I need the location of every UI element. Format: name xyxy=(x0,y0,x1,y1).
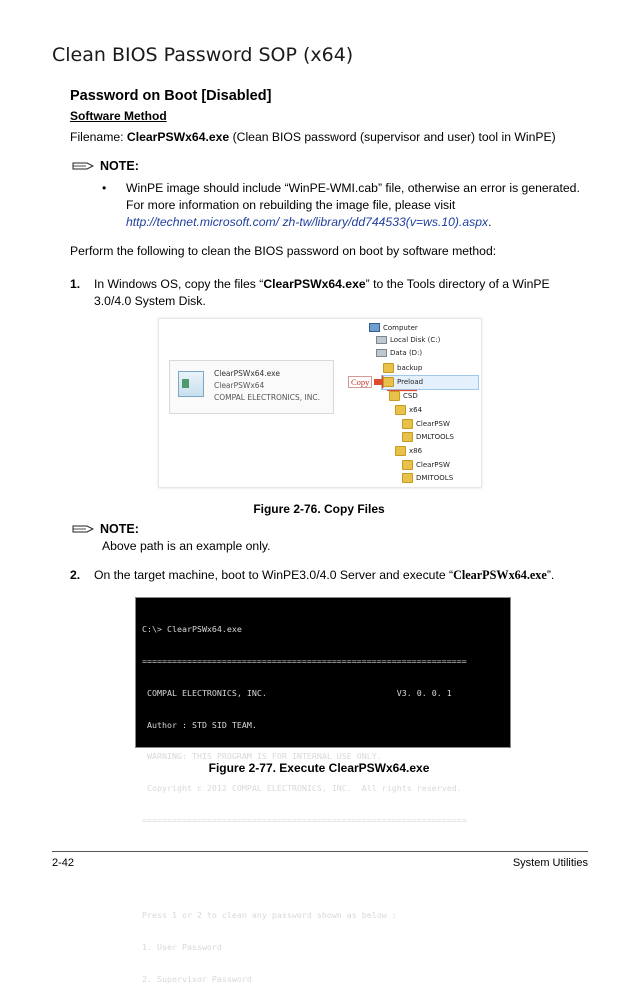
terminal-line: 1. User Password xyxy=(142,942,222,952)
copy-files-figure: ClearPSWx64.exe ClearPSWx64 COMPAL ELECT… xyxy=(158,318,482,488)
note-2-label: NOTE: xyxy=(100,522,139,536)
step-2-text-a: On the target machine, boot to WinPE3.0/… xyxy=(94,568,454,582)
filename-value: ClearPSWx64.exe xyxy=(126,130,230,144)
tree-dmitools[interactable]: DMITOOLS xyxy=(402,473,453,483)
tree-label: backup xyxy=(397,364,423,372)
terminal-line: ========================================… xyxy=(142,655,467,666)
tree-local-disk[interactable]: Local Disk (C:) xyxy=(376,336,440,344)
step-1-text-a: In Windows OS, copy the files “ xyxy=(94,277,264,291)
tree-data-drive[interactable]: Data (D:) xyxy=(376,349,422,357)
folder-icon xyxy=(395,446,406,456)
note-2: NOTE: xyxy=(72,522,139,536)
step-2-text-b: ”. xyxy=(546,568,555,582)
pencil-note-icon xyxy=(72,162,94,170)
tree-label: Preload xyxy=(397,378,424,386)
folder-icon xyxy=(402,473,413,483)
folder-icon xyxy=(402,432,413,442)
tree-clearpsw-x86[interactable]: ClearPSW xyxy=(402,460,450,470)
file-card: ClearPSWx64.exe ClearPSWx64 COMPAL ELECT… xyxy=(169,360,334,414)
folder-icon xyxy=(383,363,394,373)
step-1-number: 1. xyxy=(70,277,81,291)
step-2: 2. On the target machine, boot to WinPE3… xyxy=(70,567,610,584)
tree-preload[interactable]: Preload xyxy=(383,377,423,387)
tree-label: ClearPSW xyxy=(416,420,450,428)
tree-label: Computer xyxy=(383,323,418,332)
terminal-line: Copyright c 2012 COMPAL ELECTRONICS, INC… xyxy=(142,783,462,794)
intro-text: Perform the following to clean the BIOS … xyxy=(70,244,497,258)
chapter-name: System Utilities xyxy=(512,857,588,869)
step-2-filename: ClearPSWx64.exe xyxy=(453,568,547,582)
tree-label: ClearPSW xyxy=(416,461,450,469)
copy-label: Copy xyxy=(348,376,373,388)
terminal-line: Press 1 or 2 to clean any password shown… xyxy=(142,910,397,921)
pencil-note-icon xyxy=(72,525,94,533)
subsection-heading: Software Method xyxy=(70,109,167,123)
note-1: NOTE: xyxy=(72,159,139,173)
step-1-text: In Windows OS, copy the files “ClearPSWx… xyxy=(94,276,585,310)
filename-description: (Clean BIOS password (supervisor and use… xyxy=(229,130,556,144)
tree-label: DMITOOLS xyxy=(416,474,454,482)
folder-icon xyxy=(389,391,400,401)
tree-label: DMLTOOLS xyxy=(416,433,455,441)
tree-dmltools[interactable]: DMLTOOLS xyxy=(402,432,454,442)
folder-icon xyxy=(402,419,413,429)
terminal-line: Author : STD SID TEAM. xyxy=(142,719,257,730)
tree-label: Data (D:) xyxy=(390,349,423,357)
tree-csd[interactable]: CSD xyxy=(389,391,418,401)
exe-file-icon xyxy=(178,371,204,397)
page-title: Clean BIOS Password SOP (x64) xyxy=(52,44,354,66)
terminal-window: C:\> ClearPSWx64.exe ===================… xyxy=(135,597,511,984)
note-1-bullet: • WinPE image should include “WinPE-WMI.… xyxy=(102,180,592,231)
note-1-text-main: WinPE image should include “WinPE-WMI.ca… xyxy=(126,181,580,212)
red-underline-icon xyxy=(387,389,417,392)
terminal-line xyxy=(142,878,467,889)
page-number: 2-42 xyxy=(52,857,75,869)
tree-label: CSD xyxy=(403,392,418,400)
folder-icon xyxy=(395,405,406,415)
step-2-number: 2. xyxy=(70,568,81,582)
step-2-text: On the target machine, boot to WinPE3.0/… xyxy=(94,567,554,584)
note-2-text: Above path is an example only. xyxy=(102,539,271,553)
drive-icon xyxy=(376,336,387,344)
file-name: ClearPSWx64.exe xyxy=(214,369,280,378)
terminal-line: C:\> ClearPSWx64.exe xyxy=(142,624,242,635)
filename-label: Filename: xyxy=(70,130,127,144)
file-company: COMPAL ELECTRONICS, INC. xyxy=(214,393,320,402)
tree-label: Local Disk (C:) xyxy=(390,336,441,344)
figure-2-caption: Figure 2-77. Execute ClearPSWx64.exe xyxy=(208,761,430,775)
tree-x64[interactable]: x64 xyxy=(395,405,422,415)
terminal-line: WARNING: THIS PROGRAM IS FOR INTERNAL US… xyxy=(142,751,382,762)
section-heading: Password on Boot [Disabled] xyxy=(70,88,272,104)
folder-icon xyxy=(383,377,394,387)
folder-icon xyxy=(402,460,413,470)
tree-computer[interactable]: Computer xyxy=(369,323,418,332)
tree-label: x86 xyxy=(409,447,423,455)
note-1-label: NOTE: xyxy=(100,159,139,173)
step-1-filename: ClearPSWx64.exe xyxy=(263,277,366,291)
step-1: 1. In Windows OS, copy the files “ClearP… xyxy=(70,276,585,310)
step-1-text-b: ” to the Tools directory of a WinPE 3.0/… xyxy=(94,277,550,308)
drive-icon xyxy=(376,349,387,357)
footer-divider xyxy=(52,851,588,852)
technet-link[interactable]: http://technet.microsoft.com/ zh-tw/libr… xyxy=(126,215,489,229)
file-description: ClearPSWx64 xyxy=(214,381,265,390)
terminal-line: COMPAL ELECTRONICS, INC. V3. 0. 0. 1 xyxy=(142,687,452,698)
tree-clearpsw[interactable]: ClearPSW xyxy=(402,419,450,429)
tree-label: x64 xyxy=(409,406,423,414)
bullet-dot: • xyxy=(102,181,107,195)
figure-1-caption: Figure 2-76. Copy Files xyxy=(253,502,385,516)
tree-backup[interactable]: backup xyxy=(383,363,422,373)
filename-line: Filename: ClearPSWx64.exe (Clean BIOS pa… xyxy=(70,129,556,146)
terminal-output: C:\> ClearPSWx64.exe ===================… xyxy=(142,603,467,1006)
terminal-line: ========================================… xyxy=(142,814,467,825)
terminal-line: 2. Supervisor Password xyxy=(142,973,252,984)
note-1-text: WinPE image should include “WinPE-WMI.ca… xyxy=(126,180,592,231)
note-1-text-end: . xyxy=(488,215,492,229)
tree-x86[interactable]: x86 xyxy=(395,446,422,456)
computer-icon xyxy=(369,323,380,332)
